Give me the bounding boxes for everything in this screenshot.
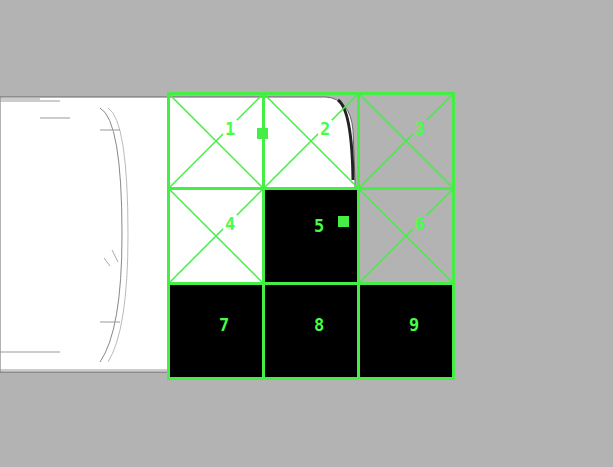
cross-line: [265, 95, 357, 187]
cell-number: 3: [413, 120, 427, 138]
grid-cell: 8: [262, 282, 360, 380]
cross-mark: [170, 190, 262, 282]
cross-mark: [360, 190, 452, 282]
grid-cell: 7: [167, 282, 265, 380]
cross-line: [360, 95, 452, 187]
vehicle-detail: [0, 118, 167, 370]
cell-number: 9: [407, 316, 421, 334]
cross-line: [170, 190, 262, 282]
grid-cell: 6: [357, 187, 455, 285]
cell-number: 7: [217, 316, 231, 334]
cell-number: 2: [318, 120, 332, 138]
vehicle-detail: [0, 99, 60, 101]
grid-cell: 1: [167, 92, 265, 190]
grid-cell: 4: [167, 187, 265, 285]
vehicle-windshield: [100, 108, 122, 362]
cross-line: [360, 190, 452, 282]
cross-mark: [360, 95, 452, 187]
marker-square: [338, 216, 349, 227]
grid-cell: 5: [262, 187, 360, 285]
grid-cell: 2: [262, 92, 360, 190]
cell-number: 4: [223, 215, 237, 233]
cell-number: 1: [223, 120, 237, 138]
cross-line: [170, 95, 262, 187]
cross-mark: [265, 95, 357, 187]
vehicle-windshield: [108, 108, 128, 362]
cell-number: 5: [312, 217, 326, 235]
vehicle-detail: [104, 250, 118, 266]
cross-mark: [170, 95, 262, 187]
marker-square: [257, 128, 268, 139]
cell-number: 8: [312, 316, 326, 334]
cell-number: 6: [413, 215, 427, 233]
grid-cell: 3: [357, 92, 455, 190]
grid-cell: 9: [357, 282, 455, 380]
